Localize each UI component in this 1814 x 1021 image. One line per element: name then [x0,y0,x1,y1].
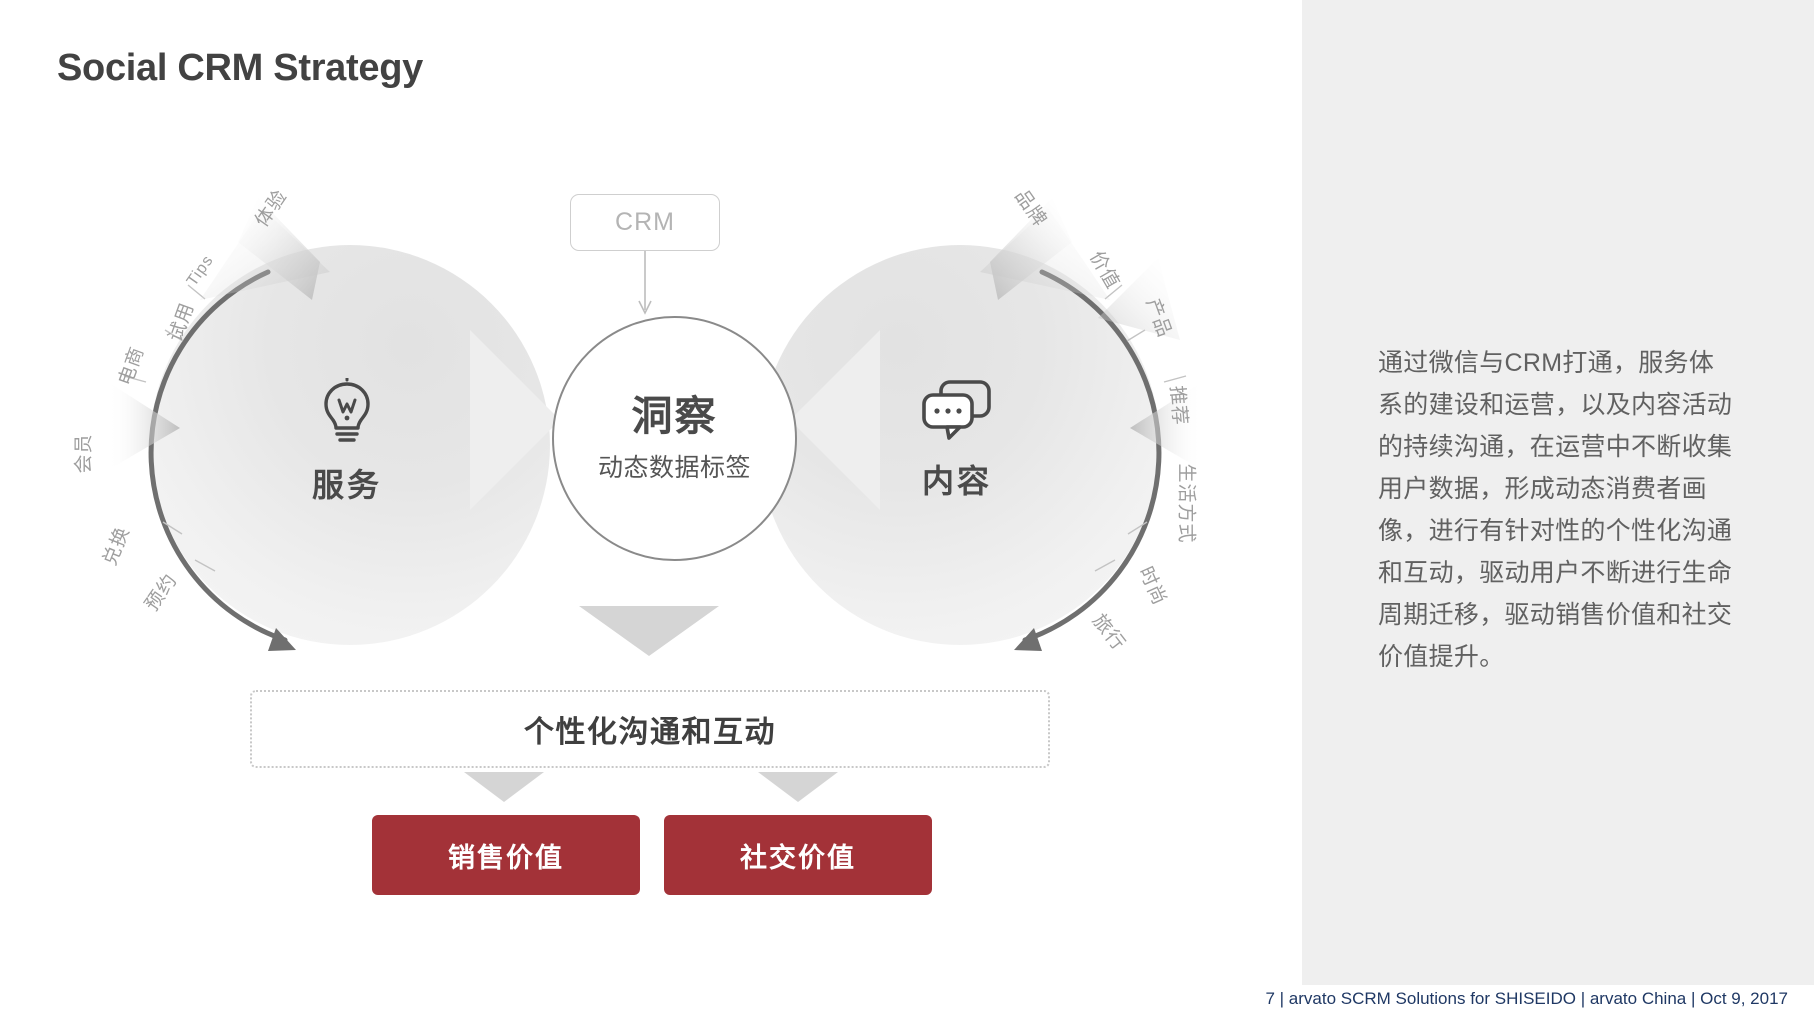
value-label-social: 社交价值 [740,842,856,873]
content-lobe-content: 内容 [827,378,1087,502]
footer-text: 7 | arvato SCRM Solutions for SHISEIDO |… [1265,989,1788,1008]
spoke-content-4: 生活方式 [1175,463,1197,544]
insight-subtitle: 动态数据标签 [597,453,751,482]
spoke-content-2: 产品 [1141,295,1175,341]
service-lobe-content: 服务 [217,378,477,506]
insight-title: 洞察 [631,393,718,440]
crm-label: CRM [615,208,675,236]
content-lobe-title: 内容 [921,463,992,499]
spoke-service-4: 会员 [73,433,95,474]
spoke-service-5: 兑换 [99,523,135,569]
spoke-content-6: 旅行 [1087,610,1130,655]
spoke-content-1: 价值 [1085,247,1124,294]
value-label-sales: 销售价值 [448,842,564,873]
value-box-sales[interactable]: 销售价值 [372,815,640,895]
insight-circle: 洞察 动态数据标签 [552,316,797,561]
spoke-service-1: Tips [183,252,218,290]
interaction-box: 个性化沟通和互动 [250,690,1050,768]
spoke-service-3: 电商 [115,343,149,389]
crm-box[interactable]: CRM [570,194,720,251]
spoke-content-0: 品牌 [1010,186,1051,232]
service-lobe-title: 服务 [311,467,382,503]
value-box-social[interactable]: 社交价值 [664,815,932,895]
chat-bubble-icon [827,378,1087,440]
crm-connector-arrowhead [638,300,652,315]
sub-down-chevron-0 [464,772,544,802]
lightbulb-icon [217,378,477,444]
spoke-service-0: 体验 [251,186,292,232]
main-down-chevron [579,606,719,656]
spoke-service-6: 预约 [141,570,182,616]
page-title: Social CRM Strategy [57,47,423,89]
spoke-content-3: 推荐 [1165,384,1191,427]
right-side-panel [1302,0,1814,985]
interaction-label: 个性化沟通和互动 [524,716,776,749]
body-paragraph: 通过微信与CRM打通，服务体系的建设和运营，以及内容活动的持续沟通，在运营中不断… [1378,349,1733,671]
spoke-content-5: 时尚 [1134,563,1170,609]
sub-down-chevron-1 [758,772,838,802]
